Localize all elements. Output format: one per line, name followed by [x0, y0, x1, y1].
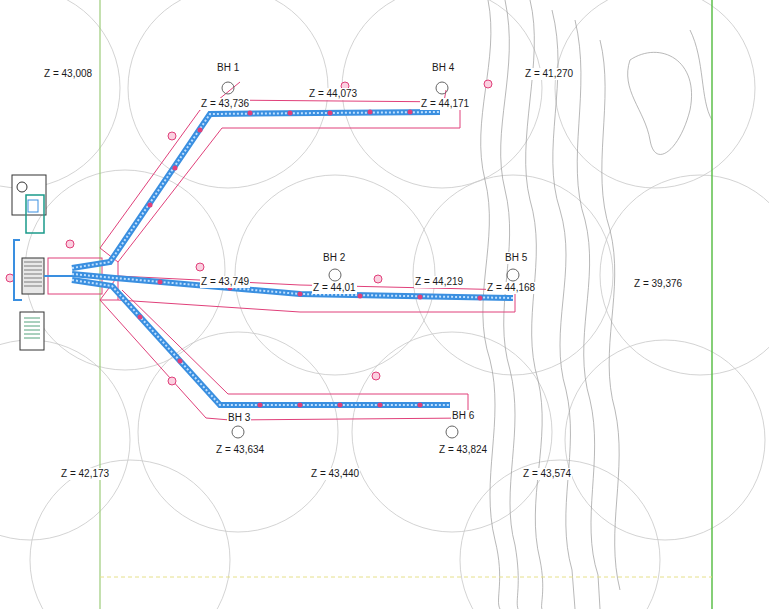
elevation-label: Z = 43,574	[522, 468, 572, 480]
elevation-label: Z = 39,376	[633, 278, 683, 290]
boundary-line	[711, 0, 713, 609]
pipe-markers	[138, 110, 483, 408]
elevation-label: Z = 44,073	[308, 88, 358, 100]
elevation-label: Z = 43,440	[310, 468, 360, 480]
elevation-label: Z = 43,736	[200, 98, 250, 110]
borehole-label: BH 2	[322, 252, 346, 264]
elevation-label: Z = 42,173	[60, 468, 110, 480]
borehole-label: BH 1	[216, 62, 240, 74]
callout-symbols	[6, 80, 492, 385]
boundary-line	[100, 577, 712, 578]
pipes	[72, 112, 513, 405]
trench-outline	[48, 82, 515, 420]
elevation-label: Z = 43,824	[438, 444, 488, 456]
elevation-label: Z = 44,168	[486, 282, 536, 294]
equipment	[12, 175, 72, 350]
elevation-label: Z = 41,270	[524, 68, 574, 80]
elevation-label: Z = 44,219	[414, 276, 464, 288]
borehole-label: BH 4	[431, 62, 455, 74]
borehole-label: BH 6	[451, 410, 475, 422]
boundary-line	[99, 0, 100, 609]
elevation-label: Z = 43,634	[215, 444, 265, 456]
elevation-label: Z = 44,171	[420, 98, 470, 110]
borehole-label: BH 3	[227, 412, 251, 424]
elevation-label: Z = 44,01	[312, 282, 357, 294]
elevation-label: Z = 43,749	[200, 276, 250, 288]
borehole-symbols	[222, 82, 519, 438]
elevation-label: Z = 43,008	[43, 68, 93, 80]
borehole-label: BH 5	[504, 252, 528, 264]
